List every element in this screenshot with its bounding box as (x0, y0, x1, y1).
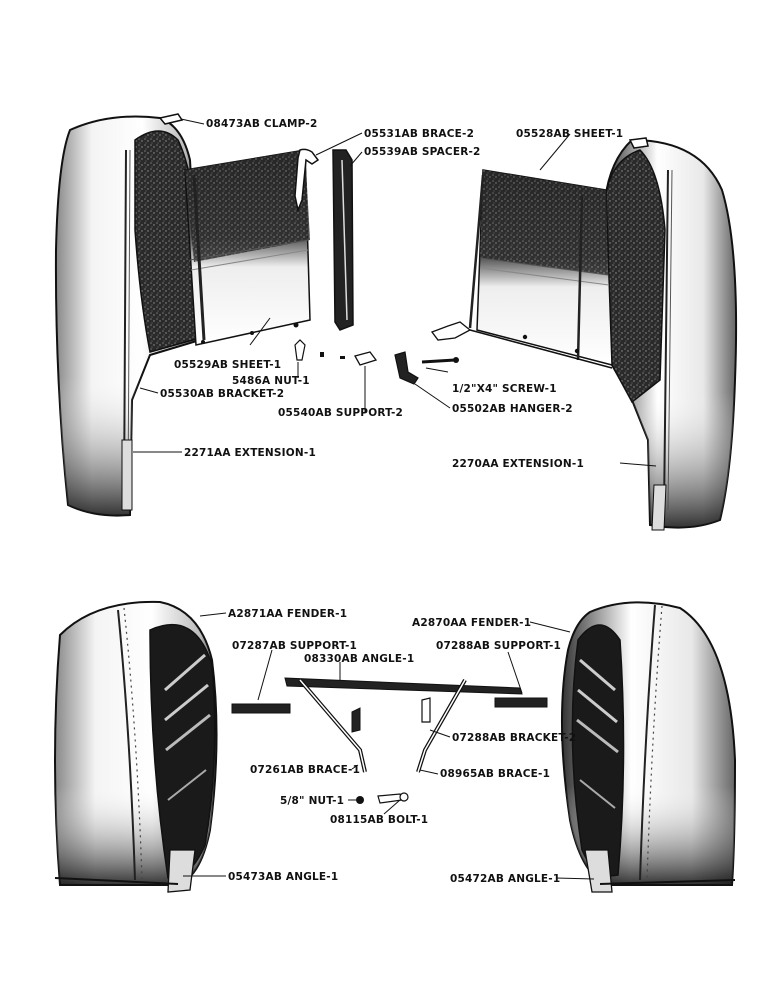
label-support-left: 07287AB SUPPORT-1 (232, 640, 358, 652)
label-clamp: 08473AB CLAMP-2 (206, 118, 318, 130)
label-fender-left: A2871AA FENDER-1 (228, 608, 348, 620)
spacer-bar (332, 149, 354, 331)
label-nut-bottom: 5/8" NUT-1 (280, 795, 345, 807)
label-support-right: 07288AB SUPPORT-1 (436, 640, 562, 652)
label-nut-top: 5486A NUT-1 (232, 375, 310, 387)
label-support-mid: 05540AB SUPPORT-2 (278, 407, 404, 419)
label-bracket-left: 05530AB BRACKET-2 (160, 388, 285, 400)
label-fender-right: A2870AA FENDER-1 (412, 617, 532, 629)
leader-lines (133, 118, 657, 880)
label-angle-right: 05472AB ANGLE-1 (450, 873, 561, 885)
label-bolt: 08115AB BOLT-1 (330, 814, 429, 826)
label-bracket-mid: 07288AB BRACKET-2 (452, 732, 577, 744)
label-brace-right: 08965AB BRACE-1 (440, 768, 551, 780)
left-fender-sheet (184, 149, 311, 346)
bottom-middle-parts (231, 677, 548, 804)
left-fender-extension-assembly (54, 113, 202, 517)
label-spacer: 05539AB SPACER-2 (364, 146, 481, 158)
right-fender-extension-assembly (603, 137, 738, 531)
brace-top (294, 148, 320, 213)
label-angle-left: 05473AB ANGLE-1 (228, 871, 339, 883)
top-small-hardware (294, 339, 459, 385)
right-rear-fender (561, 601, 737, 893)
label-extension-right: 2270AA EXTENSION-1 (452, 458, 584, 470)
left-rear-fender (54, 600, 218, 893)
label-brace-left: 07261AB BRACE-1 (250, 764, 361, 776)
label-brace-top: 05531AB BRACE-2 (364, 128, 475, 140)
label-angle-mid: 08330AB ANGLE-1 (304, 653, 415, 665)
right-fender-sheet (430, 169, 613, 369)
label-extension-left: 2271AA EXTENSION-1 (184, 447, 316, 459)
label-sheet-left: 05529AB SHEET-1 (174, 359, 282, 371)
label-hanger: 05502AB HANGER-2 (452, 403, 573, 415)
label-sheet-right: 05528AB SHEET-1 (516, 128, 624, 140)
label-screw: 1/2"X4" SCREW-1 (452, 383, 557, 395)
